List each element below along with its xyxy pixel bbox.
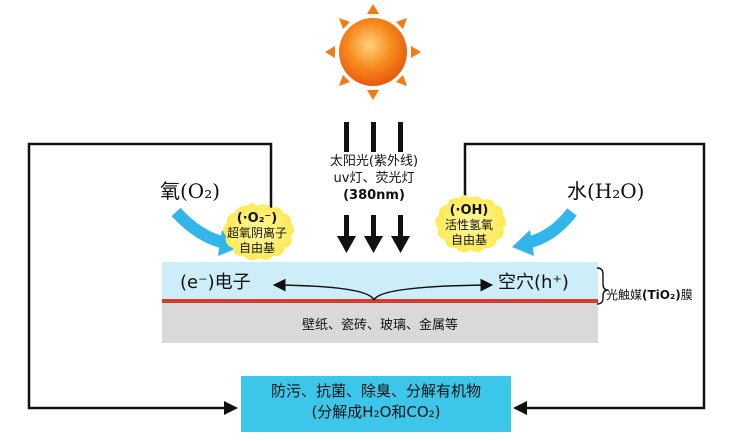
loop-arrow-left	[224, 401, 238, 415]
superoxide-symbol: (·O₂⁻)	[236, 211, 278, 226]
water-arrow-icon	[512, 208, 577, 256]
sun-icon	[325, 4, 421, 100]
result-box: 防污、抗菌、除臭、分解有机物 (分解成H₂O和CO₂)	[241, 376, 511, 432]
hydroxyl-badge: (·OH) 活性氢氧 自由基	[433, 203, 505, 248]
superoxide-badge-shape	[223, 203, 294, 261]
feedback-loop-lines	[27, 142, 706, 410]
superoxide-line1: 超氧阴离子	[226, 226, 287, 240]
result-line2: (分解成H₂O和CO₂)	[311, 403, 441, 421]
hydroxyl-badge-shape	[435, 195, 506, 253]
film-label: 光触媒(TiO₂)膜	[606, 286, 693, 303]
light-source-line1: 太阳光(紫外线)	[329, 154, 419, 169]
water-label: 水(H₂O)	[567, 179, 645, 203]
light-source-text: 太阳光(紫外线) uv灯、荧光灯 (380nm)	[300, 153, 448, 204]
loop-arrow-right	[513, 401, 527, 415]
film-suffix: 膜	[680, 288, 693, 302]
catalyst-red-line	[162, 299, 598, 303]
oxygen-label: 氧(O₂)	[160, 179, 221, 203]
substrate-label: 壁纸、瓷砖、玻璃、金属等	[301, 318, 458, 333]
catalyst-band	[162, 262, 598, 300]
light-source-wavelength: (380nm)	[343, 188, 405, 203]
charge-separation-arrows	[272, 278, 494, 301]
hole-label: 空穴(h⁺)	[498, 272, 569, 293]
film-prefix: 光触媒	[606, 288, 643, 302]
light-source-line2: uv灯、荧光灯	[333, 171, 415, 186]
superoxide-line2: 自由基	[238, 241, 275, 255]
film-brace	[596, 267, 609, 305]
substrate-band	[162, 303, 598, 343]
electron-label: (e⁻)电子	[180, 272, 251, 293]
hydroxyl-symbol: (·OH)	[449, 203, 489, 218]
superoxide-badge: (·O₂⁻) 超氧阴离子 自由基	[219, 211, 295, 256]
film-formula: (TiO₂)	[642, 288, 681, 302]
light-ray-arrows	[337, 122, 410, 253]
hydroxyl-line1: 活性氢氧	[444, 218, 493, 232]
hydroxyl-line2: 自由基	[450, 233, 487, 247]
result-line1: 防污、抗菌、除臭、分解有机物	[270, 382, 481, 400]
